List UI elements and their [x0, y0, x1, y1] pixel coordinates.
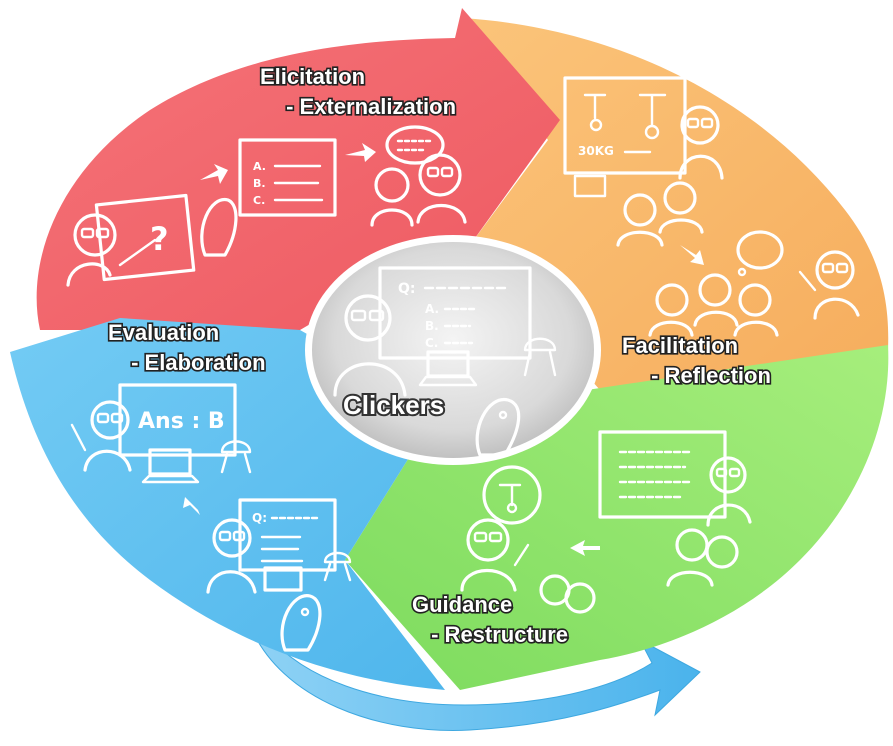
facilitation-subtitle: - Reflection — [645, 363, 771, 388]
student-icon — [539, 574, 596, 614]
q-label: Q: — [252, 511, 267, 525]
elicitation-subtitle: - Externalization — [280, 94, 456, 119]
question-board-icon — [238, 138, 337, 217]
center-clickers-node — [305, 235, 601, 465]
speech-bubble-icon — [482, 465, 542, 525]
guidance-title: Guidance — [412, 592, 512, 617]
q-label: Q: — [398, 281, 416, 297]
facilitation-label: Facilitation - Reflection — [620, 331, 772, 389]
answer-label: Ans : B — [138, 409, 225, 434]
choice-c: C. — [425, 336, 438, 350]
teacher-icon — [70, 400, 132, 472]
laptop-icon — [263, 566, 303, 592]
choice-c: C. — [253, 194, 265, 207]
teacher-icon — [333, 294, 407, 397]
facilitation-title: Facilitation — [622, 333, 738, 358]
choice-b: B. — [253, 177, 266, 190]
student-icon — [370, 167, 414, 227]
evaluation-title: Evaluation — [108, 320, 219, 345]
facilitation-sketch: 30KG — [563, 76, 860, 337]
blackboard-icon — [563, 76, 687, 175]
teacher-icon — [460, 518, 530, 592]
arrow-icon — [345, 143, 376, 162]
teacher-icon — [798, 250, 860, 320]
laptop-icon — [573, 174, 607, 198]
clickers-label: Clickers — [343, 390, 444, 420]
speech-bubble-icon — [385, 125, 445, 165]
choice-b: B. — [425, 319, 439, 333]
elicitation-title: Elicitation — [260, 64, 365, 89]
blackboard-icon — [378, 266, 532, 360]
teacher-icon — [206, 518, 257, 594]
guidance-subtitle: - Restructure — [425, 622, 568, 647]
thought-bubble-icon — [736, 230, 784, 277]
evaluation-sketch: Ans : B Q: — [70, 383, 352, 652]
center-sketch: Q: A. B. C. — [333, 266, 557, 457]
projector-icon — [220, 440, 252, 474]
student-icon — [416, 153, 467, 224]
guidance-sketch — [460, 430, 752, 614]
elicitation-sketch: ? A. B. C. — [66, 125, 467, 287]
elicitation-label: Elicitation - Externalization — [258, 62, 457, 120]
question-mark: ? — [150, 220, 169, 258]
weight-label: 30KG — [578, 144, 614, 158]
clicker-remote-icon — [475, 398, 521, 457]
blackboard-icon — [118, 383, 237, 457]
student-icon — [616, 181, 704, 247]
projector-icon — [323, 551, 352, 582]
arrow-icon — [200, 164, 228, 184]
blackboard-icon — [94, 193, 196, 282]
projector-icon — [523, 337, 557, 377]
guidance-label: Guidance - Restructure — [410, 590, 569, 648]
student-icon — [648, 273, 779, 337]
laptop-icon — [148, 448, 192, 476]
teacher-icon — [66, 213, 157, 287]
clicker-remote-icon — [280, 594, 322, 652]
cycle-swoosh-arrow — [249, 624, 701, 731]
evaluation-subtitle: - Elaboration — [125, 350, 266, 375]
evaluation-label: Evaluation - Elaboration — [106, 318, 267, 376]
arrow-icon — [680, 245, 704, 265]
teacher-icon — [706, 456, 752, 527]
student-icon — [666, 528, 739, 587]
choice-a: A. — [253, 160, 266, 173]
arrow-icon — [570, 540, 600, 556]
clicker-remote-icon — [200, 198, 238, 257]
teacher-icon — [678, 105, 724, 180]
arrow-icon — [183, 497, 200, 515]
choice-a: A. — [425, 302, 439, 316]
blackboard-icon — [238, 498, 337, 572]
laptop-icon — [418, 350, 478, 387]
